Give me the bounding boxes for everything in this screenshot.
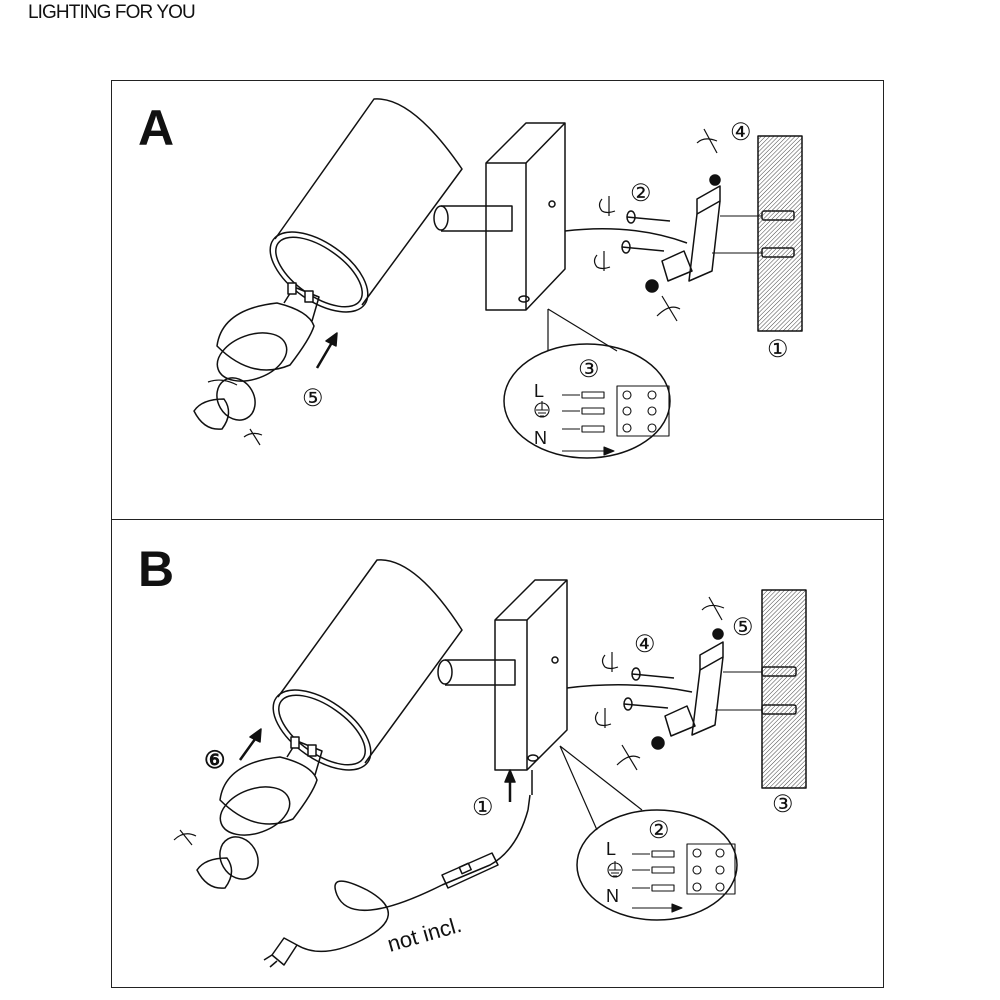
wall-b — [761, 589, 807, 789]
panel-letter-a: A — [138, 100, 175, 156]
step-label-b-2: ② — [648, 817, 670, 844]
wire-label-live-a: L — [534, 381, 544, 401]
wall-bracket-b — [664, 641, 724, 737]
terminal-block-b — [632, 843, 736, 913]
screw-icon — [623, 667, 675, 711]
step-label-a-3: ③ — [578, 356, 600, 383]
step-label-b-6: ⑥ — [204, 747, 226, 774]
gu10-bulb-icon — [216, 282, 320, 382]
panel-b: B — [111, 520, 884, 988]
suction-tool-icon — [193, 377, 263, 446]
wire-label-live-b: L — [606, 839, 616, 859]
mounting-box — [485, 122, 566, 311]
diagram-a: ④ ② ① ③ ⑤ L N — [193, 98, 803, 459]
ground-icon — [534, 401, 550, 418]
gu10-bulb-icon — [219, 736, 323, 836]
mounting-box — [494, 579, 568, 771]
wall-bracket-a — [661, 185, 721, 282]
brand-title: LIGHTING FOR YOU — [28, 2, 196, 23]
panel-a: A — [111, 80, 884, 520]
lamp-arm — [433, 205, 513, 232]
wall-a — [757, 135, 803, 332]
ground-icon — [607, 861, 623, 878]
diagram-b: ① ② ③ ④ ⑤ ⑥ L N not incl. — [173, 559, 807, 968]
step-label-b-3: ③ — [772, 791, 794, 818]
step-label-a-5: ⑤ — [302, 385, 324, 412]
rotate-arrow-icon — [173, 596, 725, 846]
cable-entry — [527, 770, 533, 811]
lamp-arm — [437, 659, 516, 686]
power-cord-loop — [296, 880, 443, 953]
suction-tool-icon — [196, 836, 259, 889]
step-label-b-5: ⑤ — [732, 614, 754, 641]
wiring-bubble-b — [576, 809, 738, 921]
wire-label-neutral-a: N — [534, 428, 547, 448]
terminal-block-a — [562, 385, 670, 456]
switch-icon — [441, 852, 499, 889]
panel-letter-b: B — [138, 541, 175, 597]
power-cord — [441, 809, 529, 886]
not-included-note: not incl. — [384, 912, 464, 957]
wiring-bubble-a — [503, 343, 671, 459]
step-label-b-4: ④ — [634, 631, 656, 658]
step-label-a-2: ② — [630, 180, 652, 207]
wire-label-neutral-b: N — [606, 886, 619, 906]
step-label-a-4: ④ — [730, 119, 752, 146]
step-label-a-1: ① — [767, 336, 789, 363]
step-label-b-1: ① — [472, 794, 494, 821]
power-plug-icon — [263, 937, 298, 968]
cable-a — [564, 228, 688, 244]
screw-icon — [621, 210, 671, 254]
rotate-arrow-icon — [593, 128, 718, 322]
cable-b — [566, 684, 693, 693]
